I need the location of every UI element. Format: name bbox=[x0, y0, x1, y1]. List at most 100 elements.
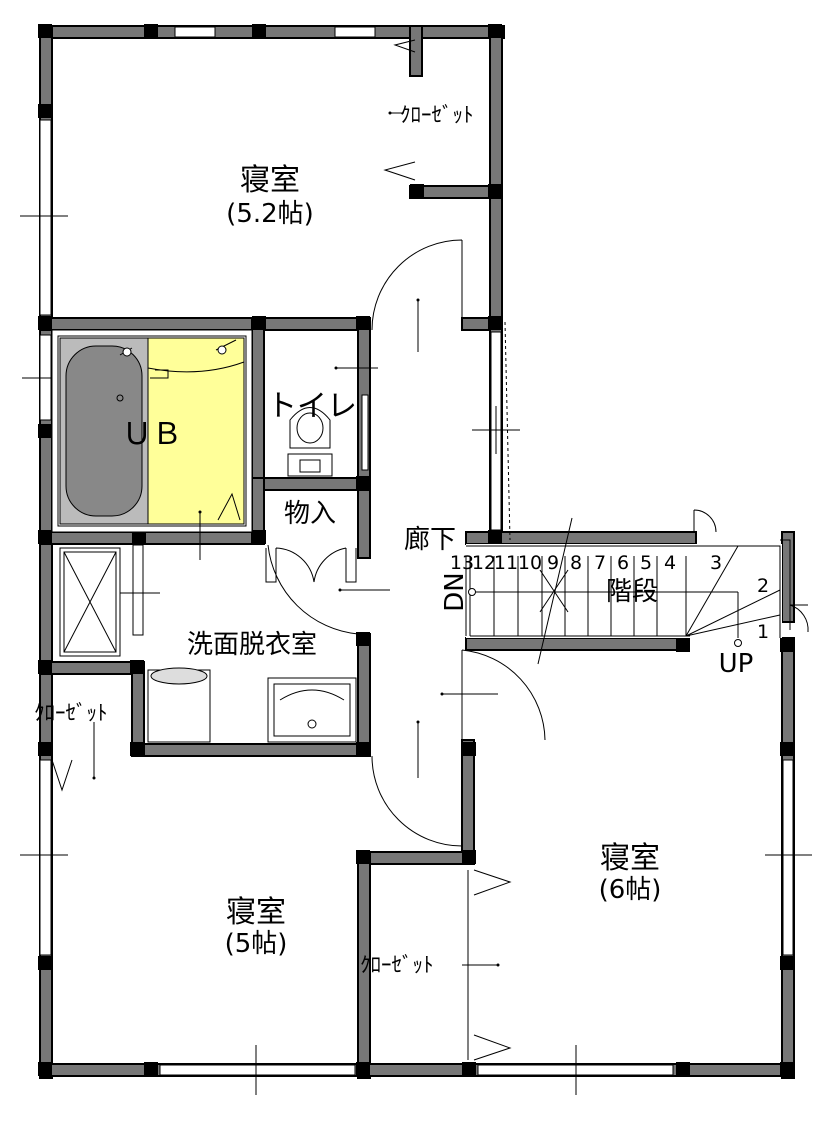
step-number: 12 bbox=[472, 552, 496, 574]
post bbox=[410, 184, 424, 198]
wall-closet-left-right bbox=[131, 661, 145, 757]
window bbox=[174, 26, 216, 38]
window bbox=[39, 759, 52, 956]
label-closet-left: ｸﾛｰｾﾞｯﾄ bbox=[34, 701, 108, 725]
label-bedroom-bl-size: (5帖) bbox=[225, 929, 288, 959]
wall-ub-bottom bbox=[39, 531, 265, 545]
window bbox=[159, 1064, 356, 1076]
label-toilet: トイレ bbox=[267, 389, 357, 424]
post bbox=[38, 104, 52, 118]
washroom-fixtures bbox=[147, 667, 357, 743]
wall-top bbox=[39, 25, 505, 39]
post bbox=[38, 660, 52, 674]
window bbox=[782, 759, 794, 956]
post bbox=[780, 638, 794, 652]
post bbox=[356, 1062, 370, 1076]
label-bedroom-top-size: (5.2帖) bbox=[226, 199, 314, 229]
wall-closet-left-top bbox=[39, 661, 145, 675]
stair-labels: 階段 DN UP 13 12 11 10 9 8 7 6 5 4 3 2 1 bbox=[440, 552, 769, 679]
label-bedroom-bl: 寝室 bbox=[226, 895, 286, 930]
post bbox=[780, 1062, 794, 1076]
window bbox=[39, 119, 52, 316]
label-bedroom-br-size: (6帖) bbox=[599, 875, 662, 905]
wall-closet-top-left bbox=[409, 25, 423, 77]
post bbox=[38, 742, 52, 756]
step-number: 11 bbox=[494, 552, 518, 574]
room-labels: 寝室 (5.2帖) ｸﾛｰｾﾞｯﾄ ＵＢ トイレ 物入 廊下 洗面脱衣室 ｸﾛｰ… bbox=[34, 103, 661, 977]
label-stairs: 階段 bbox=[606, 577, 658, 607]
markers bbox=[92, 111, 500, 967]
post bbox=[144, 1062, 158, 1076]
bath-floor bbox=[147, 337, 245, 525]
posts bbox=[38, 24, 794, 1076]
wash-basin bbox=[267, 677, 357, 743]
wall-closet-bottom-top bbox=[357, 851, 475, 865]
window bbox=[334, 26, 376, 38]
post bbox=[38, 24, 52, 38]
label-down: DN bbox=[440, 572, 470, 611]
step-number: 6 bbox=[617, 552, 629, 574]
post bbox=[356, 742, 370, 756]
unit-bath bbox=[51, 329, 253, 560]
step-number: 7 bbox=[594, 552, 606, 574]
wall-wash-bottom bbox=[131, 743, 371, 757]
window bbox=[132, 544, 144, 636]
label-hallway: 廊下 bbox=[404, 525, 456, 555]
wall-stairs-right bbox=[781, 531, 795, 623]
staircase bbox=[465, 517, 791, 665]
post bbox=[356, 476, 370, 490]
step-number: 2 bbox=[757, 575, 769, 597]
post bbox=[252, 24, 266, 38]
label-bedroom-top: 寝室 bbox=[240, 163, 300, 198]
post bbox=[130, 660, 144, 674]
step-number: 9 bbox=[547, 552, 559, 574]
step-number: 1 bbox=[757, 621, 769, 643]
post bbox=[780, 742, 794, 756]
post bbox=[676, 1062, 690, 1076]
toilet-fixture bbox=[287, 366, 378, 477]
post bbox=[356, 632, 370, 646]
post bbox=[144, 24, 158, 38]
label-bedroom-br: 寝室 bbox=[600, 841, 660, 876]
post bbox=[38, 316, 52, 330]
post bbox=[38, 1062, 52, 1076]
step-number: 5 bbox=[640, 552, 652, 574]
post bbox=[38, 424, 52, 438]
post bbox=[488, 184, 502, 198]
windows bbox=[20, 26, 812, 1095]
wall-bed-ub bbox=[39, 317, 371, 331]
post bbox=[462, 742, 476, 756]
step-number: 13 bbox=[450, 552, 474, 574]
post bbox=[38, 530, 52, 544]
post bbox=[488, 530, 502, 544]
wall-wash-right bbox=[357, 633, 371, 757]
shaft bbox=[59, 547, 121, 657]
step-number: 10 bbox=[518, 552, 542, 574]
post bbox=[38, 956, 52, 970]
wall-right-upper bbox=[489, 25, 503, 331]
step-number: 4 bbox=[664, 552, 676, 574]
label-closet-bottom: ｸﾛｰｾﾞｯﾄ bbox=[360, 953, 434, 977]
step-number: 3 bbox=[710, 552, 722, 574]
step-number: 8 bbox=[570, 552, 582, 574]
post bbox=[488, 24, 502, 38]
label-up: UP bbox=[719, 649, 754, 679]
wall-toilet-bottom bbox=[251, 477, 371, 491]
wall-bed6-left bbox=[461, 739, 475, 853]
post bbox=[252, 316, 266, 330]
post bbox=[252, 530, 266, 544]
post bbox=[462, 1062, 476, 1076]
post bbox=[780, 956, 794, 970]
post bbox=[488, 316, 502, 330]
post bbox=[356, 316, 370, 330]
post bbox=[676, 638, 690, 652]
label-washroom: 洗面脱衣室 bbox=[187, 630, 317, 660]
bathtub bbox=[65, 345, 143, 517]
post bbox=[462, 850, 476, 864]
post bbox=[132, 530, 146, 544]
wall-stairs-bottom bbox=[465, 637, 689, 651]
post bbox=[130, 742, 144, 756]
label-closet-top: ｸﾛｰｾﾞｯﾄ bbox=[400, 103, 474, 127]
post bbox=[356, 850, 370, 864]
